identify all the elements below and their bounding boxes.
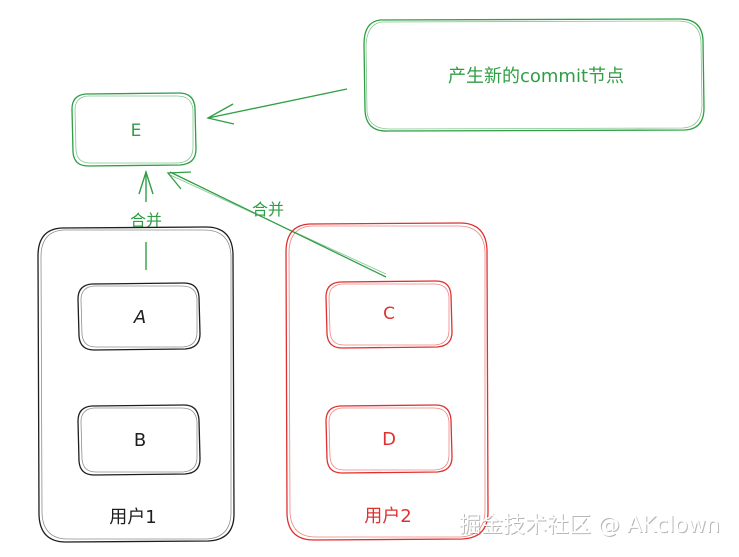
user2-group: 用户2 — [285, 222, 489, 541]
node-a-label: A — [133, 307, 146, 328]
node-a: A — [77, 282, 201, 351]
user2-label: 用户2 — [364, 506, 411, 527]
node-d: D — [325, 404, 453, 474]
node-b: B — [77, 404, 201, 476]
merge-arrow-right: 合并 — [166, 171, 387, 278]
note-text: 产生新的commit节点 — [448, 66, 624, 87]
user1-group: 用户1 — [37, 226, 235, 543]
node-e-label: E — [131, 121, 142, 141]
note-to-e-arrow — [206, 88, 348, 125]
watermark-text: 掘金技术社区 @ AKclown — [459, 513, 720, 538]
node-d-label: D — [382, 429, 396, 450]
user1-label: 用户1 — [109, 507, 156, 528]
node-c-label: C — [383, 304, 395, 324]
merge-arrow-left: 合并 — [130, 169, 162, 270]
note-box: 产生新的commit节点 — [363, 18, 705, 132]
merge-right-label: 合并 — [252, 200, 284, 219]
watermark: 掘金技术社区 @ AKclown 掘金技术社区 @ AKclown — [459, 513, 721, 539]
node-c: C — [325, 280, 453, 349]
watermark-text-shadow: 掘金技术社区 @ AKclown — [460, 514, 721, 539]
merge-left-label: 合并 — [130, 211, 162, 230]
node-b-label: B — [134, 430, 146, 451]
node-e: E — [71, 92, 197, 167]
